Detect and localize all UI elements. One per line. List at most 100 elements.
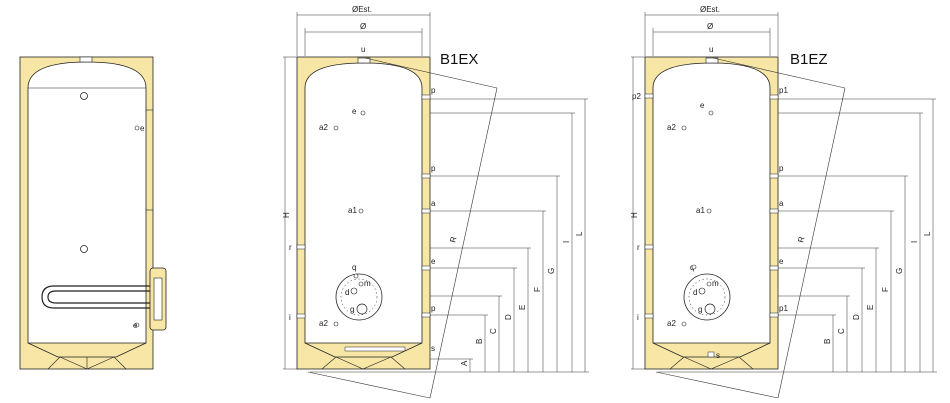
b1ex-diagonal: [429, 87, 498, 399]
b1ex-outer-diameter-label: ØEst.: [352, 5, 372, 14]
b1ez-port-p1-top: [769, 94, 779, 100]
b1ex-dim-label-I: I: [562, 241, 571, 243]
b1ez-port-m: [706, 281, 712, 287]
b1ez-port-a2-bottom: [681, 321, 687, 327]
b1ex-dim-label-E: E: [518, 305, 527, 310]
b1ex-label-p-top: p: [431, 86, 436, 95]
b1ez-section-view: ØEst. Ø u B1EZ H p2 r i e a2 a1 q d m: [630, 5, 846, 399]
left-middle-port: [80, 245, 88, 253]
b1ex-port-e-right: [421, 265, 431, 271]
b1ez-outer-diameter-label: ØEst.: [700, 5, 720, 14]
b1ex-label-r: r: [289, 243, 292, 252]
b1ex-port-a-right: [421, 208, 431, 214]
b1ex-top-port-label: u: [361, 45, 365, 54]
b1ex-dim-label-D: D: [504, 314, 513, 320]
b1ex-port-a2-top: [333, 125, 339, 131]
b1ez-label-p1-low: p1: [779, 304, 788, 313]
left-upper-port: [80, 92, 88, 100]
b1ex-label-e-top: e: [352, 107, 357, 116]
b1ex-section-view: ØEst. Ø u B1EX H r i e a2 a1 q: [282, 5, 498, 399]
b1ex-port-m: [358, 281, 364, 287]
b1ex-diagonal-bottom: [307, 371, 431, 399]
b1ez-dim-label-I: I: [910, 241, 919, 243]
b1ez-dim-label-G: G: [895, 268, 904, 274]
b1ex-height-label: H: [282, 212, 291, 218]
left-bottom-port-label: e: [133, 321, 138, 330]
b1ez-label-a2-top: a2: [667, 123, 676, 132]
b1ez-top-port: [705, 57, 719, 64]
b1ez-support-legs: [669, 356, 754, 370]
left-side-port-label: e: [140, 124, 145, 133]
b1ex-label-a1: a1: [348, 206, 357, 215]
b1ex-port-e-top: [360, 110, 366, 116]
b1ez-diagonal-bottom: [655, 371, 779, 399]
b1ez-label-a1: a1: [696, 206, 705, 215]
b1ez-label-m: m: [712, 279, 719, 288]
b1ex-flange-bolts: [340, 278, 378, 316]
b1ex-dim-label-F: F: [533, 287, 542, 292]
b1ez-inner-diameter-label: Ø: [707, 22, 713, 31]
b1ex-dim-label-A: A: [460, 360, 469, 366]
left-heater-head: [153, 277, 163, 321]
b1ez-dim-label-D: D: [852, 314, 861, 320]
b1ez-port-e-right: [769, 265, 779, 271]
b1ez-port-q: [691, 264, 697, 270]
b1ex-dim-label-B: B: [475, 339, 484, 344]
b1ez-port-e-top: [708, 110, 714, 116]
b1ez-label-e-right: e: [779, 257, 784, 266]
b1ez-dim-label-C: C: [837, 328, 846, 334]
b1ez-port-p1-low: [769, 312, 779, 318]
left-bottom-port: [134, 322, 140, 328]
b1ex-port-a1: [358, 208, 364, 214]
b1ex-label-d: d: [345, 288, 349, 297]
left-tank-body: [27, 61, 147, 344]
b1ex-port-q: [353, 273, 359, 279]
b1ex-label-a2-bottom: a2: [319, 319, 328, 328]
b1ex-label-a-right: a: [431, 199, 436, 208]
b1ex-label-i: i: [289, 313, 291, 322]
b1ez-label-p-mid: p: [779, 164, 784, 173]
b1ex-label-e-right: e: [431, 257, 436, 266]
b1ex-label-m: m: [364, 279, 371, 288]
b1ex-port-g: [356, 303, 368, 315]
b1ex-label-g: g: [350, 305, 354, 314]
b1ez-label-i: i: [637, 313, 639, 322]
b1ex-port-p-low: [421, 312, 431, 318]
b1ez-label-g: g: [698, 305, 702, 314]
left-tank-view: e e: [19, 56, 167, 370]
b1ez-port-a1: [706, 208, 712, 214]
b1ez-dim-label-E: E: [866, 305, 875, 310]
b1ez-port-g: [704, 303, 716, 315]
b1ez-label-a-right: a: [779, 199, 784, 208]
b1ez-label-p2: p2: [632, 92, 641, 101]
b1ez-label-e-top: e: [700, 101, 705, 110]
b1ex-port-a2-bottom: [333, 321, 339, 327]
b1ez-port-i: [644, 313, 654, 319]
b1ex-top-port: [357, 57, 371, 64]
b1ez-top-port-label: u: [709, 45, 713, 54]
b1ez-drain-port: [707, 351, 715, 358]
b1ex-model-label: B1EX: [440, 51, 478, 68]
b1ez-port-d: [698, 287, 706, 295]
b1ez-label-a2-bottom: a2: [667, 319, 676, 328]
left-side-port: [134, 125, 140, 131]
b1ez-diagonal-top: [712, 57, 846, 89]
b1ex-drain-pipe: [344, 346, 406, 352]
b1ez-flange-bolts: [688, 278, 726, 316]
b1ex-port-i: [296, 313, 306, 319]
b1ex-label-p-low: p: [431, 304, 436, 313]
b1ez-diagonal-label: R: [796, 235, 806, 243]
b1ex-port-r: [296, 244, 306, 250]
b1ex-support-legs: [321, 356, 406, 370]
b1ex-diagonal-top: [364, 57, 498, 89]
b1ex-diagonal-label: R: [448, 235, 458, 243]
b1ez-dim-label-L: L: [923, 231, 932, 236]
b1ez-height-label: H: [630, 212, 639, 218]
b1ex-port-p-top: [421, 94, 431, 100]
left-top-port: [79, 56, 93, 63]
b1ez-model-label: B1EZ: [790, 51, 828, 68]
b1ex-label-s: s: [431, 344, 435, 353]
